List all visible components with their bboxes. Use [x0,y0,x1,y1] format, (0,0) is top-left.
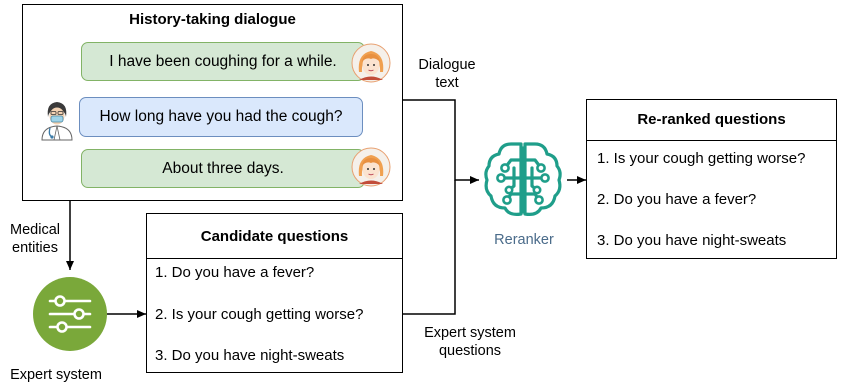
doctor-avatar-icon [41,102,73,141]
reranked-item: 3. Do you have night-sweats [597,232,787,249]
expert-system-label: Expert system [10,367,102,383]
message-text: About three days. [162,159,284,177]
patient-avatar-icon [351,43,391,83]
label-line: Expert system [424,325,516,341]
candidate-questions-box: Candidate questions 1. Do you have a fev… [146,213,403,373]
candidate-item: 2. Is your cough getting worse? [155,306,364,323]
expert-system-questions-label: Expert system questions [410,324,530,360]
candidate-title: Candidate questions [200,228,349,245]
arrow-candidate-to-reranker [403,180,456,315]
arrow-dialogue-to-reranker [403,99,479,184]
reranked-divider [587,140,836,141]
patient-avatar-icon [351,147,391,187]
dialogue-title: History-taking dialogue [129,11,296,28]
label-line: text [435,75,459,91]
message-text: How long have you had the cough? [99,108,343,125]
label-line: Dialogue [418,57,476,73]
brain-circuit-icon [484,142,562,216]
message-bubble-patient-2: About three days. [81,149,365,188]
message-text: I have been coughing for a while. [109,52,337,70]
reranked-title: Re-ranked questions [637,111,786,128]
medical-entities-label: Medical entities [2,221,68,257]
reranked-questions-box: Re-ranked questions 1. Is your cough get… [586,99,837,259]
sliders-icon [33,277,107,351]
label-line: Medical [10,222,60,238]
reranked-item: 1. Is your cough getting worse? [597,150,806,167]
label-line: questions [438,343,502,359]
dialogue-box: History-taking dialogue I have been coug… [22,4,403,201]
reranked-item: 2. Do you have a fever? [597,191,757,208]
candidate-item: 3. Do you have night-sweats [155,347,345,364]
candidate-item: 1. Do you have a fever? [155,264,315,281]
message-bubble-doctor: How long have you had the cough? [79,97,363,137]
reranker-label: Reranker [494,232,554,248]
dialogue-text-label: Dialogue text [412,56,482,92]
message-bubble-patient-1: I have been coughing for a while. [81,42,365,81]
candidate-divider [147,258,402,259]
label-line: entities [12,240,58,256]
